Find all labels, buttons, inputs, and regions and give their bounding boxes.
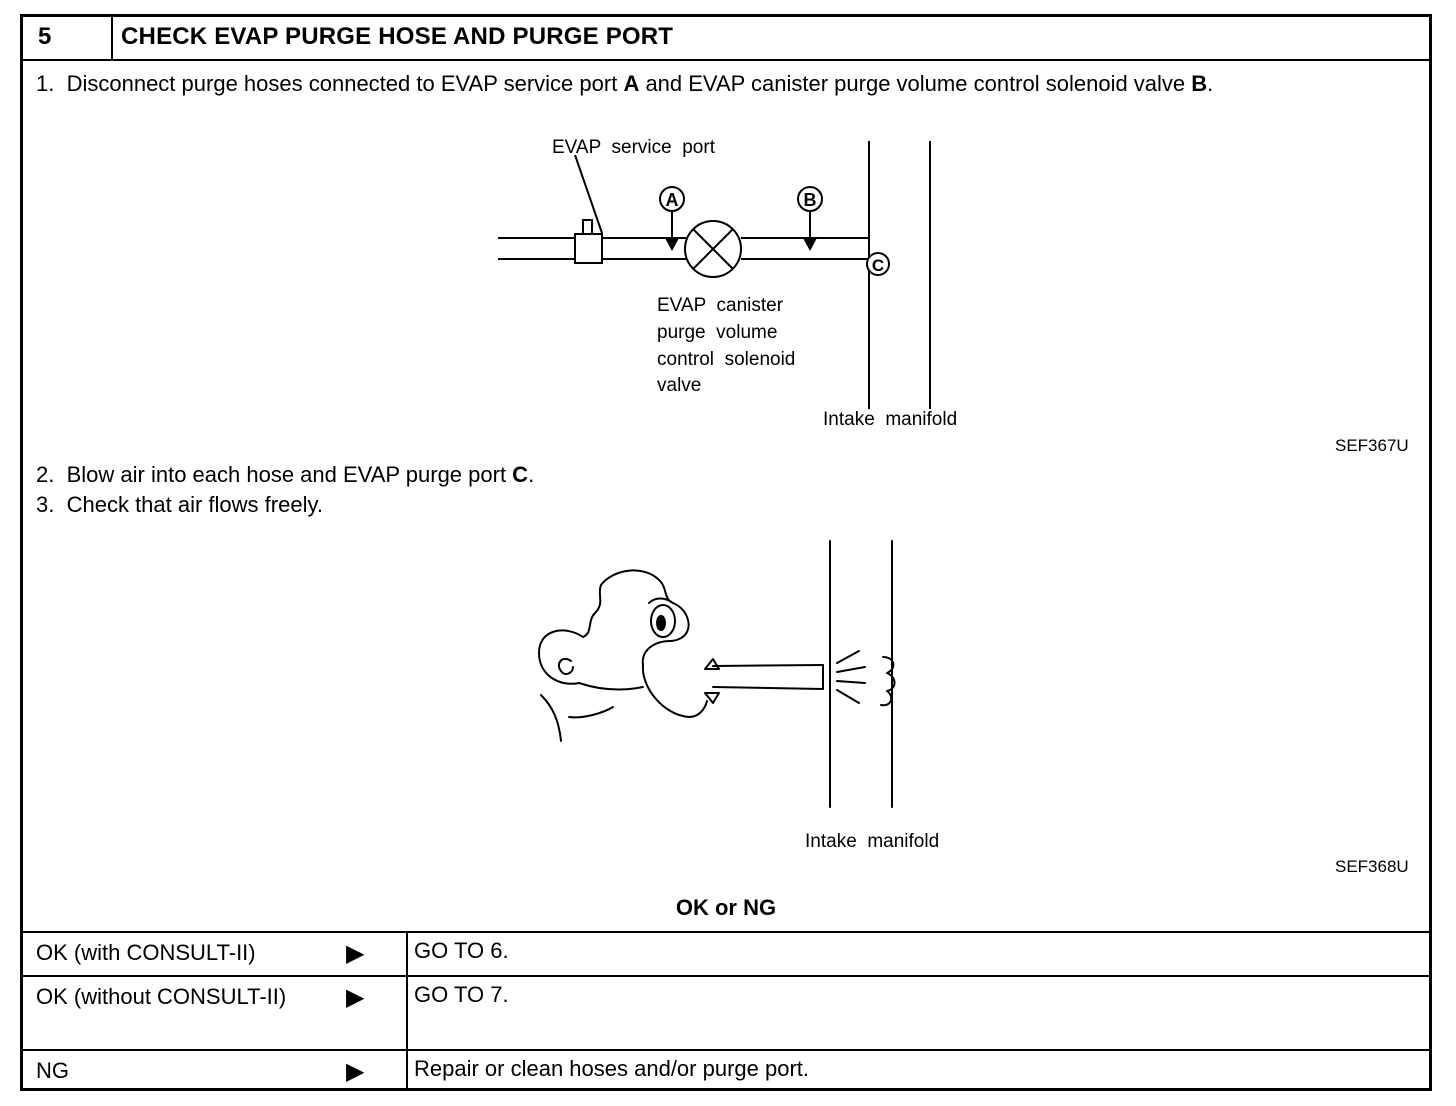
step-1: 1. Disconnect purge hoses connected to E…	[36, 71, 1213, 97]
figure-code-2: SEF368U	[1335, 857, 1409, 876]
result-row-ok-no-consult: OK (without CONSULT-II) ▶ GO TO 7.	[23, 975, 1429, 1049]
result-action: GO TO 6.	[414, 938, 509, 963]
step-1-text-mid: and EVAP canister purge volume control s…	[639, 71, 1192, 96]
step-2-text-pre: Blow air into each hose and EVAP purge p…	[66, 462, 513, 487]
step-3: 3. Check that air flows freely.	[36, 492, 323, 518]
result-arrow-icon: ▶	[346, 984, 365, 1011]
marker-c: C	[872, 256, 884, 275]
procedure-table: 5 CHECK EVAP PURGE HOSE AND PURGE PORT 1…	[20, 14, 1432, 1091]
step-1-port-a: A	[623, 71, 640, 96]
result-arrow-icon: ▶	[346, 1058, 365, 1085]
step-2-number: 2.	[36, 462, 55, 487]
result-heading: OK or NG	[675, 895, 777, 920]
result-action: GO TO 7.	[414, 982, 509, 1007]
result-row-ok-consult: OK (with CONSULT-II) ▶ GO TO 6.	[23, 931, 1429, 975]
step-3-text: Check that air flows freely.	[66, 492, 323, 517]
step-2: 2. Blow air into each hose and EVAP purg…	[36, 462, 534, 488]
label-intake-manifold-2: Intake manifold	[805, 831, 939, 847]
result-condition: OK (without CONSULT-II)	[36, 984, 287, 1009]
step-2-text-end: .	[528, 462, 535, 487]
label-service-port: EVAP service port	[552, 137, 716, 158]
label-valve-line-3: control solenoid	[657, 349, 795, 370]
result-column-divider	[406, 931, 408, 1091]
step-1-text-end: .	[1207, 71, 1214, 96]
label-intake-manifold-1: Intake manifold	[823, 409, 957, 427]
step-1-text-pre: Disconnect purge hoses connected to EVAP…	[66, 71, 624, 96]
header-row: 5 CHECK EVAP PURGE HOSE AND PURGE PORT	[23, 17, 1429, 61]
result-condition: OK (with CONSULT-II)	[36, 940, 256, 965]
header-divider	[111, 17, 113, 61]
figure-code-1: SEF367U	[1335, 436, 1409, 455]
step-1-valve-b: B	[1191, 71, 1208, 96]
label-valve-line-4: valve	[657, 375, 701, 396]
blow-air-illustration: Intake manifold	[538, 540, 939, 847]
step-3-number: 3.	[36, 492, 55, 517]
step-number: 5	[38, 23, 52, 50]
result-arrow-icon: ▶	[346, 940, 365, 967]
step-title: CHECK EVAP PURGE HOSE AND PURGE PORT	[121, 23, 674, 50]
result-condition: NG	[36, 1058, 69, 1083]
result-action: Repair or clean hoses and/or purge port.	[414, 1056, 810, 1081]
label-valve-line-2: purge volume	[657, 322, 777, 343]
result-row-ng: NG ▶ Repair or clean hoses and/or purge …	[23, 1049, 1429, 1091]
evap-hose-diagram: A B C EVAP service port EVAP canister pu…	[498, 137, 957, 427]
step-1-number: 1.	[36, 71, 55, 96]
marker-a: A	[666, 190, 679, 210]
step-2-port-c: C	[512, 462, 529, 487]
marker-b: B	[804, 190, 817, 210]
label-valve-line-1: EVAP canister	[657, 295, 784, 316]
